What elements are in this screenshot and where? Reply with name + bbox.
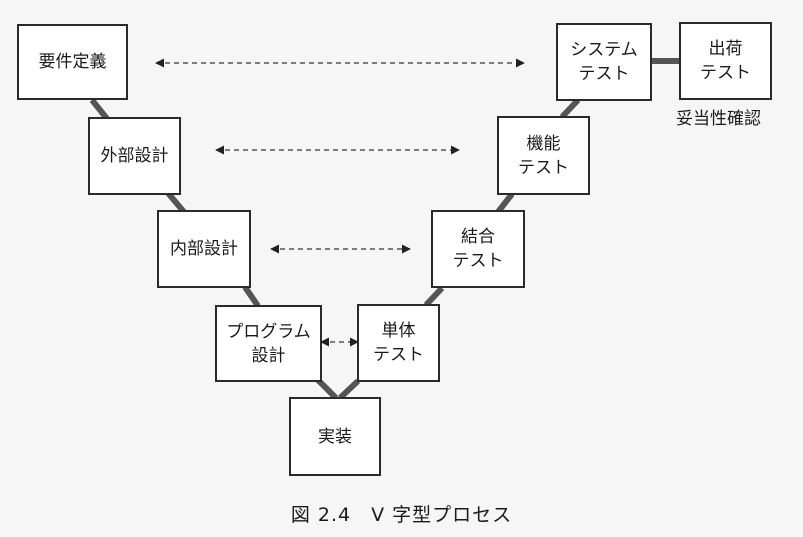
box-external-design: 外部設計 bbox=[88, 117, 181, 195]
connector-unit-impl bbox=[337, 378, 361, 401]
connector-func-integ bbox=[495, 192, 515, 214]
box-system-test: システム テスト bbox=[556, 23, 652, 101]
box-unit-test: 単体 テスト bbox=[357, 304, 440, 382]
connector-req-ext bbox=[89, 98, 111, 122]
box-program-design: プログラム 設計 bbox=[215, 305, 322, 382]
figure-caption: 図 2.4 V 字型プロセス bbox=[290, 504, 513, 526]
box-implementation: 実装 bbox=[289, 397, 381, 476]
box-shipping-test: 出荷 テスト bbox=[679, 22, 772, 100]
connector-sys-func bbox=[559, 97, 581, 120]
connector-ext-int bbox=[165, 191, 187, 214]
connector-prog-impl bbox=[315, 377, 339, 401]
validation-label: 妥当性確認 bbox=[676, 109, 761, 129]
connector-integ-unit bbox=[423, 285, 445, 308]
box-requirements: 要件定義 bbox=[17, 24, 128, 100]
box-integration-test: 結合 テスト bbox=[431, 210, 525, 288]
connector-int-prog bbox=[242, 285, 261, 308]
box-internal-design: 内部設計 bbox=[157, 210, 251, 288]
box-functional-test: 機能 テスト bbox=[497, 116, 590, 195]
